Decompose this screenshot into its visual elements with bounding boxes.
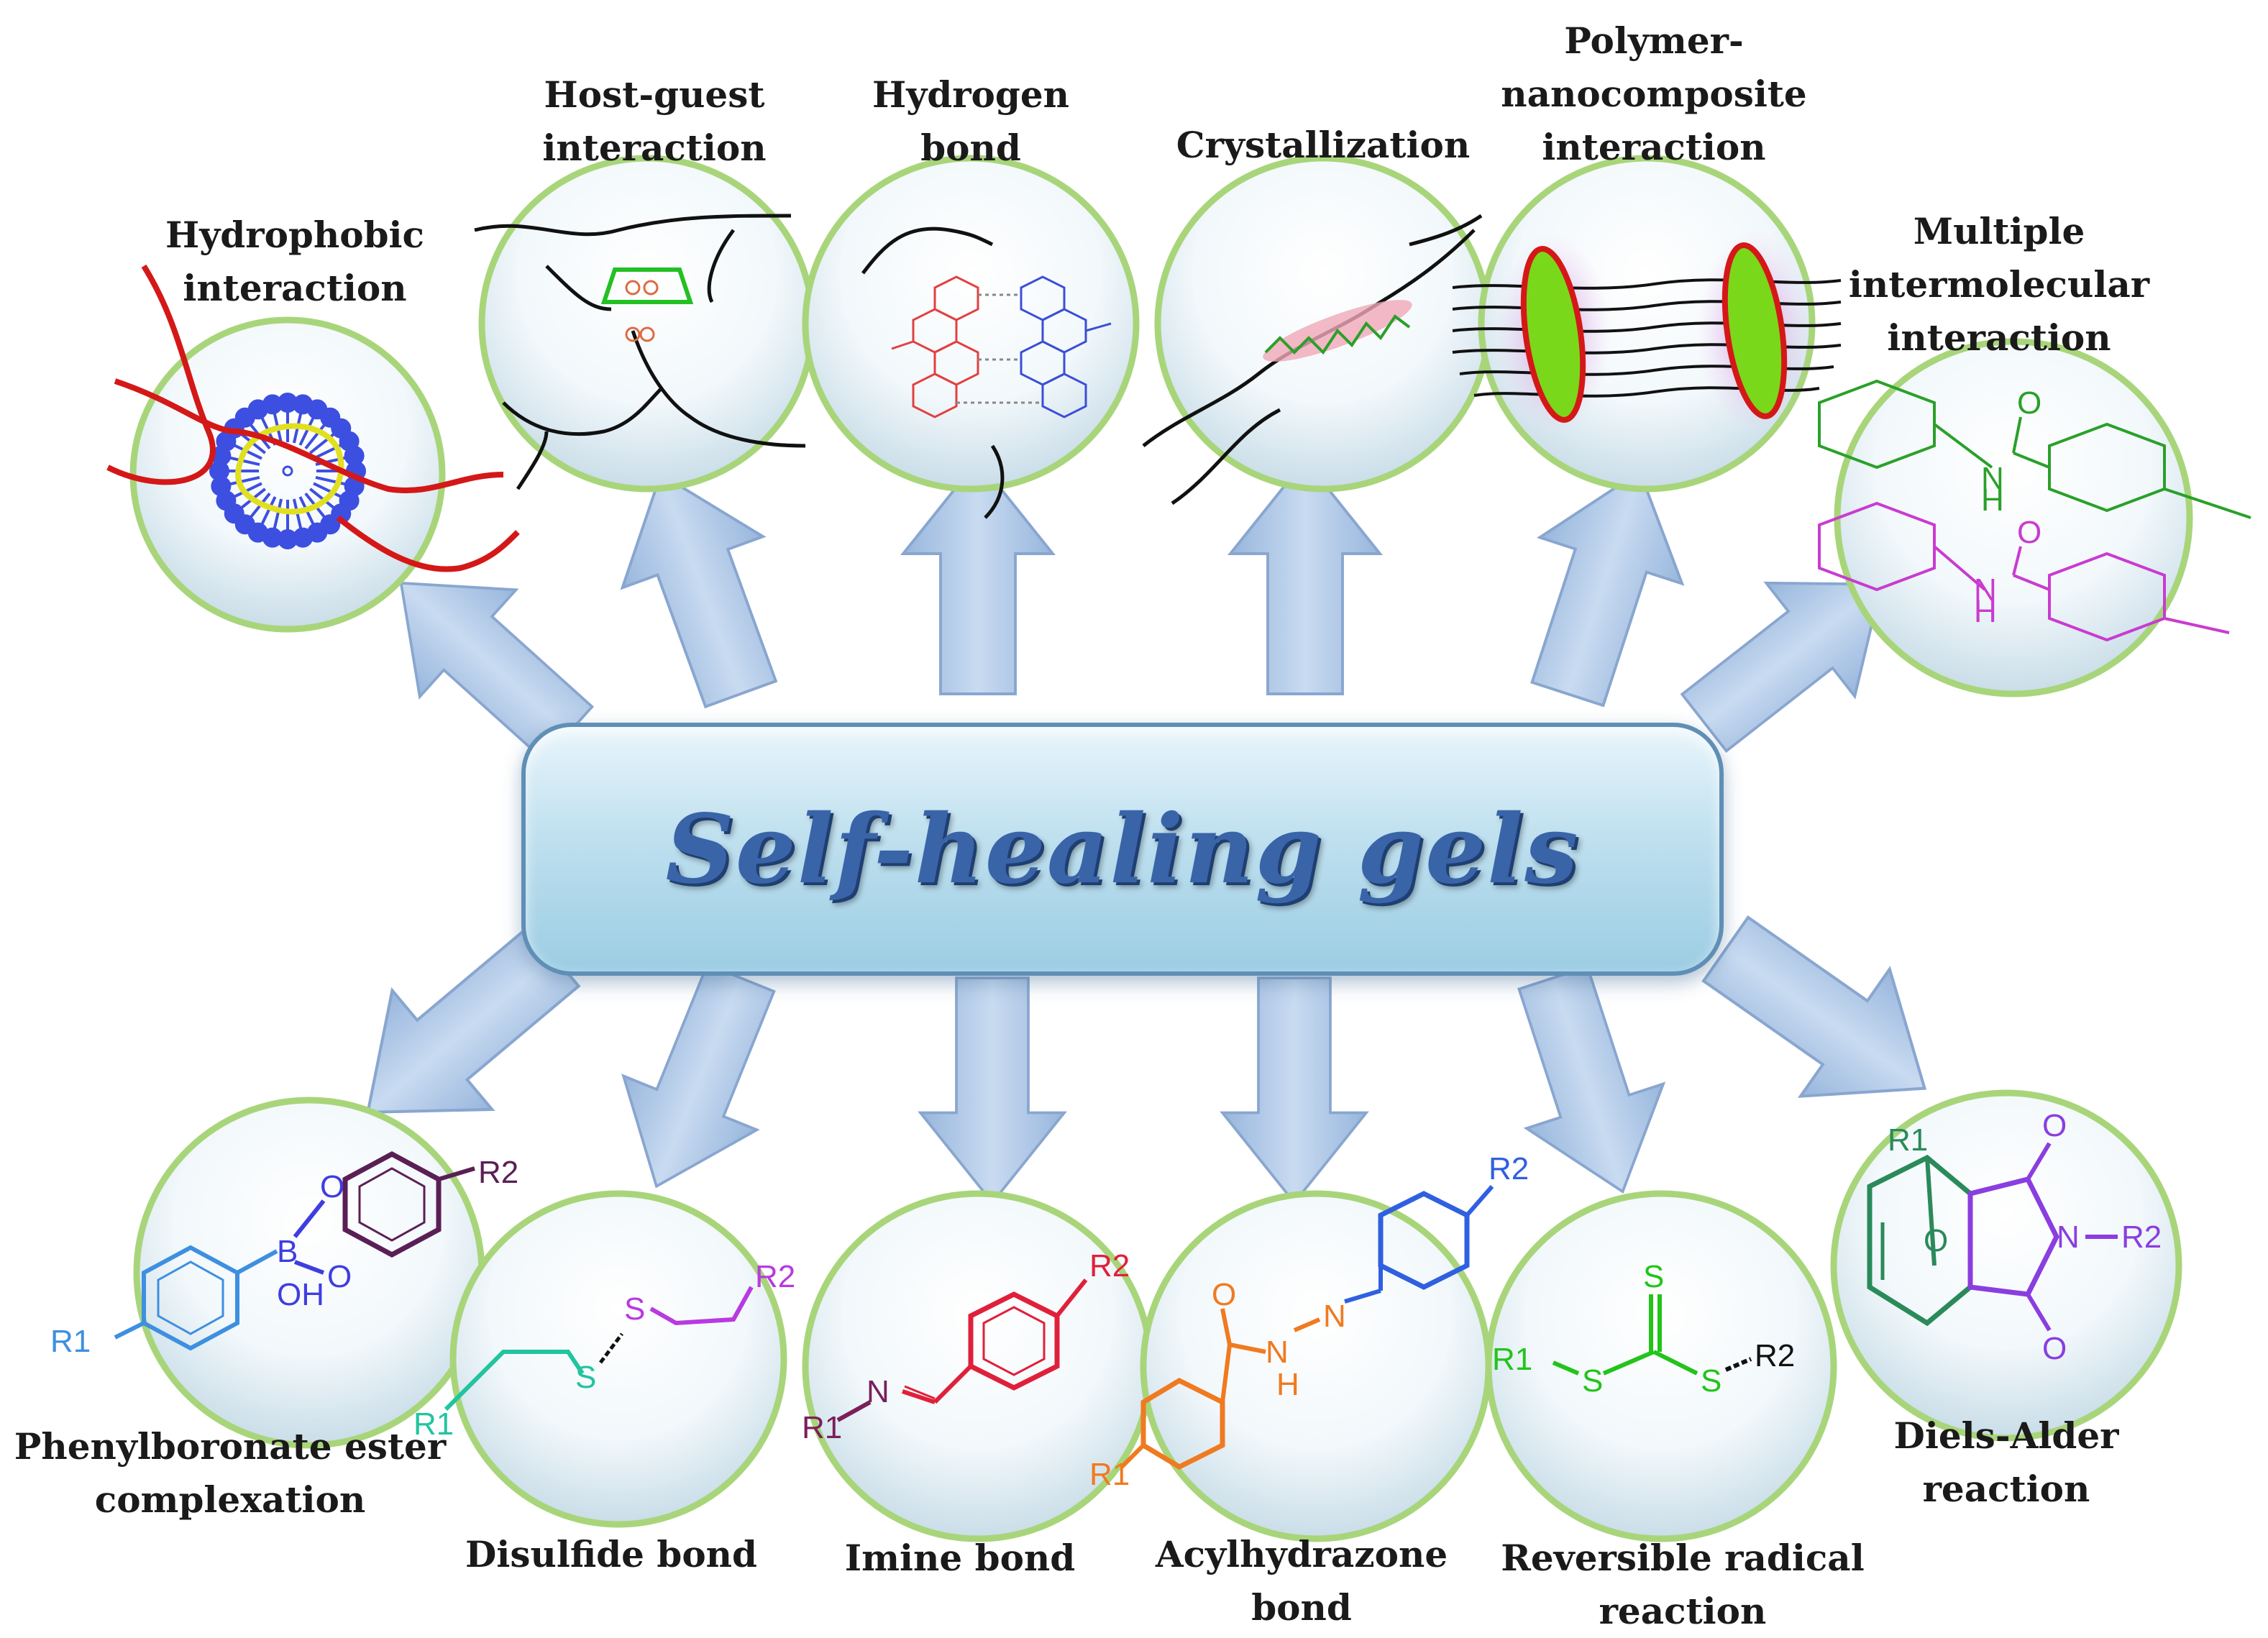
r2-label: R2 (1089, 1248, 1130, 1284)
circle-crystallization (1142, 155, 1492, 505)
multiple-n: N (1981, 461, 2004, 496)
circle-radical: S S S R1 R2 (1485, 1190, 1837, 1542)
multiple-n-2: N (1974, 572, 1997, 608)
micelle-tail (313, 482, 342, 498)
multiple-o: O (2017, 385, 2041, 421)
sulfur-label: S (1643, 1259, 1664, 1294)
r2-label: R2 (478, 1155, 518, 1190)
diagram-title: Self-healing gels (665, 793, 1580, 905)
r2-label: R2 (2121, 1220, 2162, 1255)
sulfur-label-2: S (624, 1291, 645, 1327)
micelle-tail (298, 416, 315, 446)
sulfur-label-2: S (1582, 1363, 1603, 1399)
oxygen-label: O (1212, 1277, 1236, 1312)
oxygen-label: O (1924, 1223, 1948, 1258)
micelle-tail (233, 482, 262, 498)
polymer-chain-red (106, 264, 216, 485)
circle-phenylboronate: B O O OH R1 R2 (50, 1097, 518, 1449)
nitrogen-label: N (1266, 1335, 1289, 1370)
r2-label: R2 (1489, 1151, 1529, 1186)
circle-host-guest (474, 155, 816, 493)
r1-label: R1 (802, 1410, 842, 1445)
r2-label: R2 (755, 1259, 795, 1294)
base-pair-red (891, 275, 979, 418)
nitrogen-label-2: N (1323, 1299, 1346, 1334)
multiple-h: H (1981, 482, 2004, 518)
nanoparticle-icon-2 (1721, 242, 1788, 419)
micelle-tail (309, 488, 336, 510)
label-disulfide: Disulfide bond (465, 1533, 757, 1575)
r1-label: R1 (1089, 1457, 1130, 1492)
circle-nanocomposite (1452, 155, 1842, 493)
label-crystallization: Crystallization (1176, 124, 1471, 166)
sulfur-label: S (575, 1360, 596, 1395)
cyclodextrin-icon (600, 267, 694, 304)
nanoparticle-icon (1520, 246, 1586, 423)
multiple-h-2: H (1974, 594, 1997, 629)
oxygen-label-2: O (2042, 1108, 2067, 1143)
circle-disulfide: S S R1 R2 (413, 1190, 795, 1528)
nitrogen-label: N (2057, 1220, 2080, 1255)
center-title-box: Self-healing gels (521, 723, 1724, 976)
micelle-tail (233, 444, 262, 460)
r1-label: R1 (1888, 1122, 1928, 1158)
sulfur-label-3: S (1701, 1363, 1721, 1399)
circle-multiple: N H O N H O (1818, 338, 2251, 697)
oxygen-label-3: O (2042, 1331, 2067, 1366)
label-imine: Imine bond (844, 1537, 1076, 1579)
micelle-head (344, 445, 365, 466)
micelle-tail (260, 496, 277, 526)
micelle-tail (273, 498, 283, 530)
r2-label: R2 (1755, 1338, 1795, 1373)
micelle-tail (229, 475, 260, 486)
circle-acylhydrazone: O N H N R1 R2 (1089, 1151, 1529, 1542)
circle-hydrophobic (106, 264, 520, 633)
circle-diels-alder: R1 O O O N R2 (1830, 1089, 2182, 1442)
boron-label: B (277, 1234, 298, 1269)
oxygen-label: O (320, 1169, 344, 1204)
micelle-tail (304, 423, 326, 449)
r1-label: R1 (413, 1406, 454, 1442)
micelle-tail (229, 456, 260, 467)
hydroxyl-label: OH (277, 1277, 324, 1312)
polymer-chain-red-3 (336, 515, 520, 572)
nitrogen-label: N (866, 1374, 890, 1409)
r1-label: R1 (50, 1324, 91, 1359)
hydrogen-label: H (1276, 1367, 1299, 1402)
oxygen-label-2: O (327, 1259, 352, 1294)
polymer-chain-red-2 (114, 378, 504, 494)
circle-hydrogen-bond (802, 155, 1140, 519)
r1-label: R1 (1492, 1342, 1532, 1377)
multiple-o-2: O (2017, 515, 2041, 550)
base-pair-blue (1020, 275, 1112, 418)
